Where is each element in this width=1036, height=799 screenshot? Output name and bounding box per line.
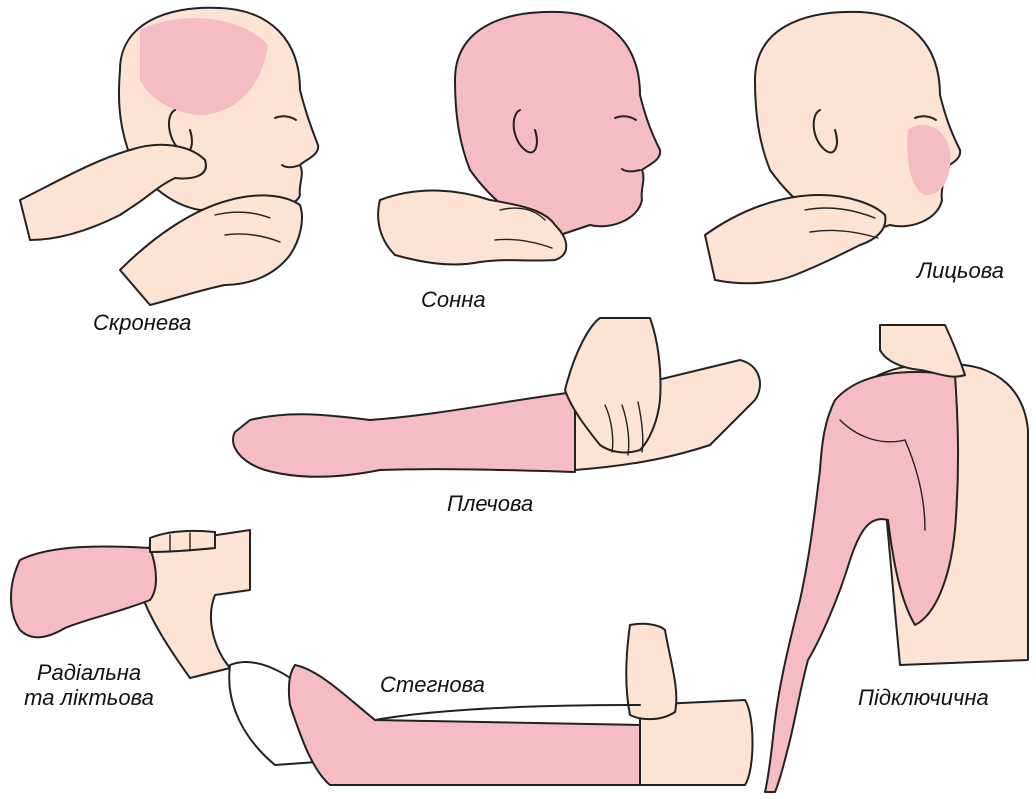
radial-arm-illustration (11, 530, 250, 678)
subclavian-torso-illustration (765, 325, 1028, 792)
radial-pulse-zone (11, 546, 156, 637)
brachial-arm-illustration (233, 318, 760, 477)
label-radial-line1: Радіальна (4, 660, 174, 685)
radial-fingers (150, 531, 215, 552)
label-radial-line2: та ліктьова (4, 685, 174, 710)
temporal-head-illustration (20, 8, 318, 305)
facial-head-illustration (705, 12, 960, 283)
label-temporal: Скронева (93, 310, 191, 335)
label-radial: Радіальна та ліктьова (4, 660, 174, 711)
label-femoral: Стегнова (380, 672, 485, 697)
label-carotid: Сонна (421, 287, 486, 312)
brachial-pulse-zone (233, 392, 575, 477)
label-facial: Лицьова (917, 258, 1004, 283)
carotid-head-illustration (378, 12, 660, 265)
label-brachial: Плечова (447, 491, 533, 516)
femoral-leg-illustration (229, 624, 752, 785)
facial-hand (705, 195, 885, 283)
label-subclavian: Підключична (858, 685, 989, 710)
